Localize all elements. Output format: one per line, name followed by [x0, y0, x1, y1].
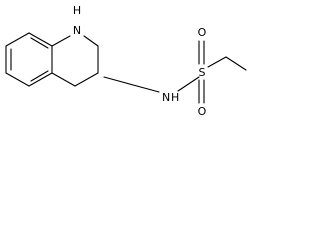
amide-h-label: H — [171, 91, 179, 104]
bond — [5, 32, 30, 47]
bond — [74, 72, 99, 87]
bond — [83, 35, 99, 47]
chemical-structure: H N N H S O O — [5, 4, 247, 118]
sulfonamide-chain — [103, 40, 247, 104]
saturated-ring — [51, 35, 99, 87]
bond-ring-to-nh — [103, 76, 160, 93]
bond — [28, 32, 53, 47]
bond — [5, 72, 30, 87]
double-bond-inner — [30, 70, 49, 82]
amide-n-label: N — [162, 91, 170, 104]
bond-s-ethyl — [207, 56, 227, 68]
sulfur-label: S — [199, 66, 206, 79]
bond — [28, 72, 53, 87]
oxygen-top-label: O — [198, 26, 207, 39]
ring-n-label: N — [73, 24, 81, 37]
bond — [51, 35, 71, 47]
bond-ethyl — [225, 56, 247, 71]
benzene-ring — [5, 32, 53, 87]
atom-labels: H N N H S O O — [73, 4, 207, 118]
oxygen-bottom-label: O — [198, 105, 207, 118]
bond-nh-to-s — [177, 76, 200, 92]
double-bond-inner — [30, 37, 49, 49]
bond — [51, 72, 76, 87]
ring-nh-label: H — [73, 4, 81, 17]
